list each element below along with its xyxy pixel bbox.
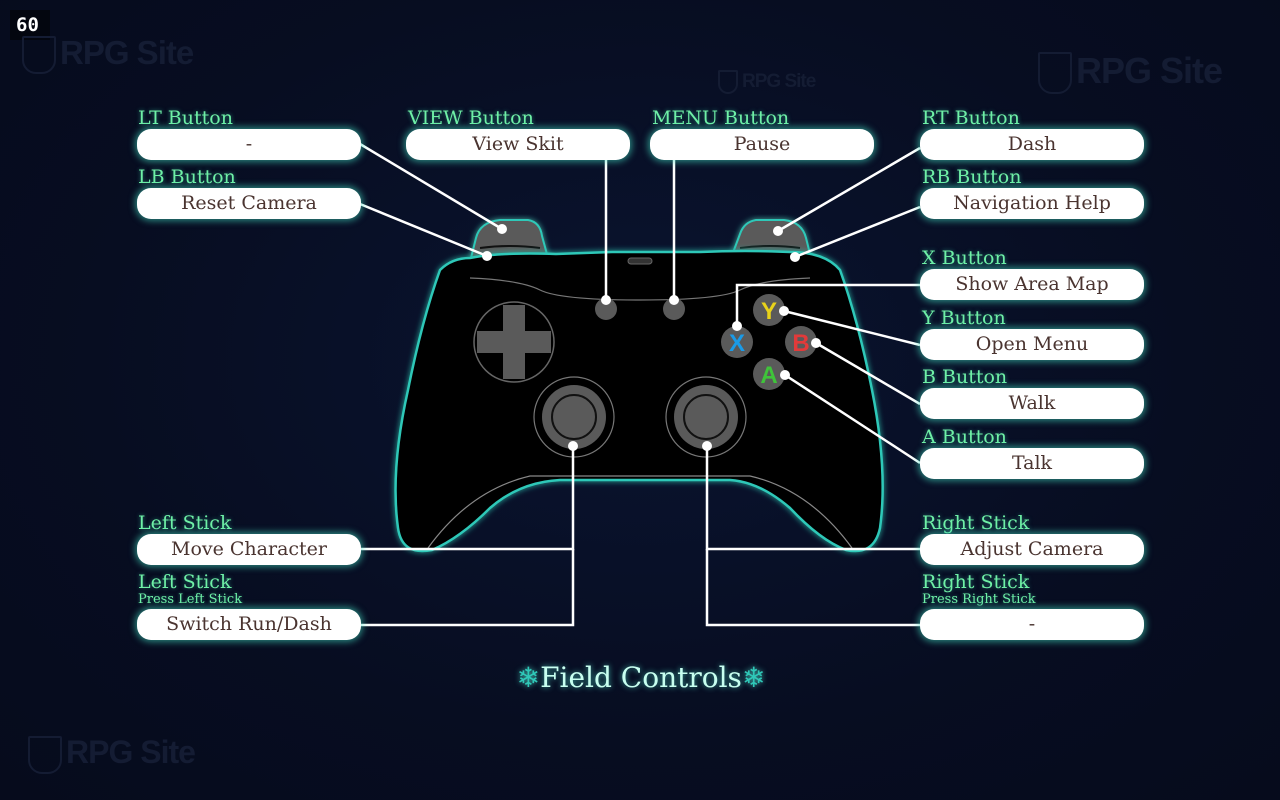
y-glyph: Y xyxy=(761,298,777,325)
fps-counter: 60 xyxy=(10,10,50,40)
view-action: View Skit xyxy=(406,129,630,160)
rs-press-label: Right Stick xyxy=(922,571,1030,593)
lb-action: Reset Camera xyxy=(137,188,361,219)
x-label: X Button xyxy=(922,247,1007,269)
b-label: B Button xyxy=(922,366,1008,388)
rt-action: Dash xyxy=(920,129,1144,160)
face-button-y: Y xyxy=(753,294,785,326)
ls-action: Move Character xyxy=(137,534,361,565)
leader-y xyxy=(783,309,921,347)
right-stick xyxy=(665,376,747,458)
lb-label: LB Button xyxy=(138,166,236,188)
leader-x xyxy=(735,283,920,326)
face-button-x: X xyxy=(721,326,753,358)
ls-press-label: Left Stick xyxy=(138,571,232,593)
rs-label: Right Stick xyxy=(922,512,1030,534)
x-action: Show Area Map xyxy=(920,269,1144,300)
x-glyph: X xyxy=(729,330,745,357)
usb-port-icon xyxy=(627,257,653,265)
leader-a xyxy=(784,373,921,465)
rs-action: Adjust Camera xyxy=(920,534,1144,565)
b-action: Walk xyxy=(920,388,1144,419)
ls-label: Left Stick xyxy=(138,512,232,534)
rpg-site-shield-icon xyxy=(22,36,56,75)
leader-lines xyxy=(359,142,921,627)
rs-press-sublabel: Press Right Stick xyxy=(922,592,1036,607)
leader-ls-press xyxy=(360,549,575,627)
rpg-site-shield-icon xyxy=(718,70,738,94)
y-action: Open Menu xyxy=(920,329,1144,360)
face-button-a: A xyxy=(753,358,785,390)
snowflake-icon: ❄ xyxy=(516,661,541,694)
screen-title: ❄Field Controls❄ xyxy=(510,658,772,698)
ls-press-sublabel: Press Left Stick xyxy=(138,592,243,607)
lt-label: LT Button xyxy=(138,107,233,129)
menu-label: MENU Button xyxy=(652,107,790,129)
dpad xyxy=(473,301,555,383)
menu-button xyxy=(663,298,685,320)
rpg-site-shield-icon xyxy=(1038,52,1072,95)
watermark-top-center: RPG Site xyxy=(718,70,816,94)
lt-action: - xyxy=(137,129,361,160)
menu-action: Pause xyxy=(650,129,874,160)
watermark-top-right: RPG Site xyxy=(1038,50,1223,95)
a-glyph: A xyxy=(760,362,777,389)
watermark-bottom-left: RPG Site xyxy=(28,734,196,774)
snowflake-icon: ❄ xyxy=(741,661,766,694)
leader-b xyxy=(815,341,921,406)
face-button-b: B xyxy=(785,326,817,358)
leader-rt xyxy=(777,146,921,233)
rpg-site-shield-icon xyxy=(28,735,62,774)
leader-endpoints xyxy=(482,224,821,451)
view-label: VIEW Button xyxy=(408,107,534,129)
leader-lb xyxy=(359,202,488,258)
rt-label: RT Button xyxy=(922,107,1020,129)
rb-label: RB Button xyxy=(922,166,1022,188)
left-stick xyxy=(533,376,615,458)
leader-rb xyxy=(794,205,921,259)
view-button xyxy=(595,298,617,320)
a-label: A Button xyxy=(922,426,1007,448)
a-action: Talk xyxy=(920,448,1144,479)
watermark-top-left: RPG Site xyxy=(22,34,194,75)
screen-title-text: Field Controls xyxy=(540,661,742,694)
leader-lt xyxy=(359,142,503,231)
b-glyph: B xyxy=(792,330,809,357)
ls-press-action: Switch Run/Dash xyxy=(137,609,361,640)
rs-press-action: - xyxy=(920,609,1144,640)
y-label: Y Button xyxy=(922,307,1006,329)
rb-action: Navigation Help xyxy=(920,188,1144,219)
leader-rs-press xyxy=(705,549,920,627)
